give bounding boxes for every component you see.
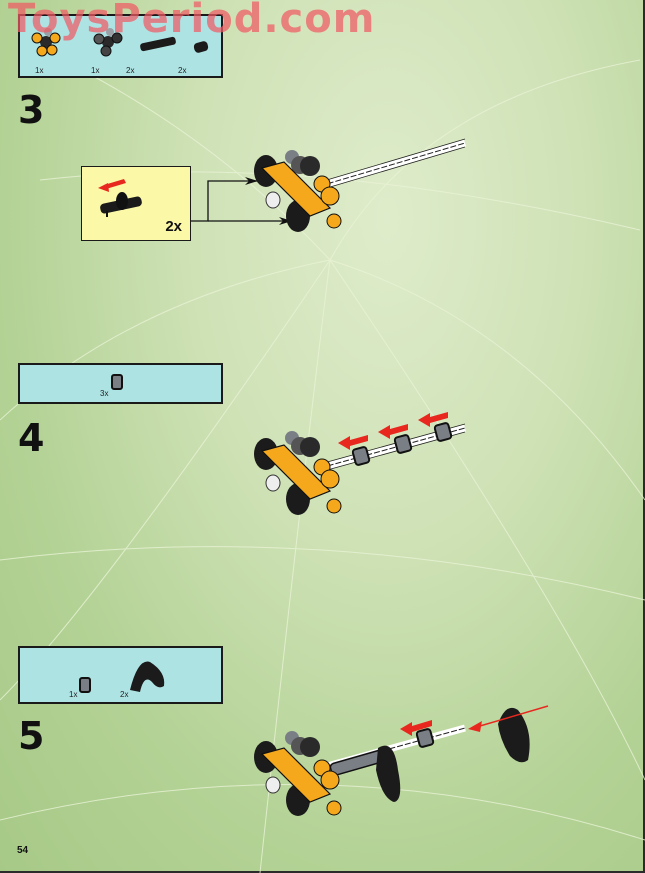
step-5-parts-box: 1x 2x — [18, 646, 223, 704]
black-bushing-icon — [193, 41, 209, 53]
part-qty: 2x — [178, 66, 187, 75]
step-number: 3 — [18, 88, 45, 132]
gray-bushing-icon — [79, 677, 91, 693]
callout-qty: 2x — [165, 218, 182, 235]
step-3-parts-box: 1x 1x 2x 2x — [18, 14, 223, 78]
step-number: 4 — [18, 416, 45, 460]
red-direction-arrows — [338, 412, 448, 450]
yellow-hub-connector-icon — [31, 28, 61, 57]
step-4-parts-box: 3x — [18, 363, 223, 404]
step-number: 5 — [18, 714, 45, 758]
step-3-parts-icons — [31, 28, 209, 57]
part-qty: 2x — [126, 66, 135, 75]
red-direction-arrows — [400, 705, 549, 736]
watermark: ToysPeriod.com — [8, 0, 376, 42]
part-qty: 2x — [120, 690, 129, 699]
black-curved-panel-icon — [130, 661, 165, 692]
subassembly-callout: 2x — [81, 166, 191, 241]
step-5-parts-icons — [79, 661, 165, 693]
part-qty: 3x — [100, 389, 109, 398]
black-axle-connector-icon — [140, 36, 176, 52]
part-qty: 1x — [69, 690, 78, 699]
gray-bushing-icon — [111, 374, 123, 390]
part-qty: 1x — [35, 66, 44, 75]
gray-hub-connector-icon — [93, 28, 123, 57]
page-number: 54 — [17, 845, 29, 856]
part-qty: 1x — [91, 66, 100, 75]
axle-with-connector-icon — [98, 179, 142, 217]
